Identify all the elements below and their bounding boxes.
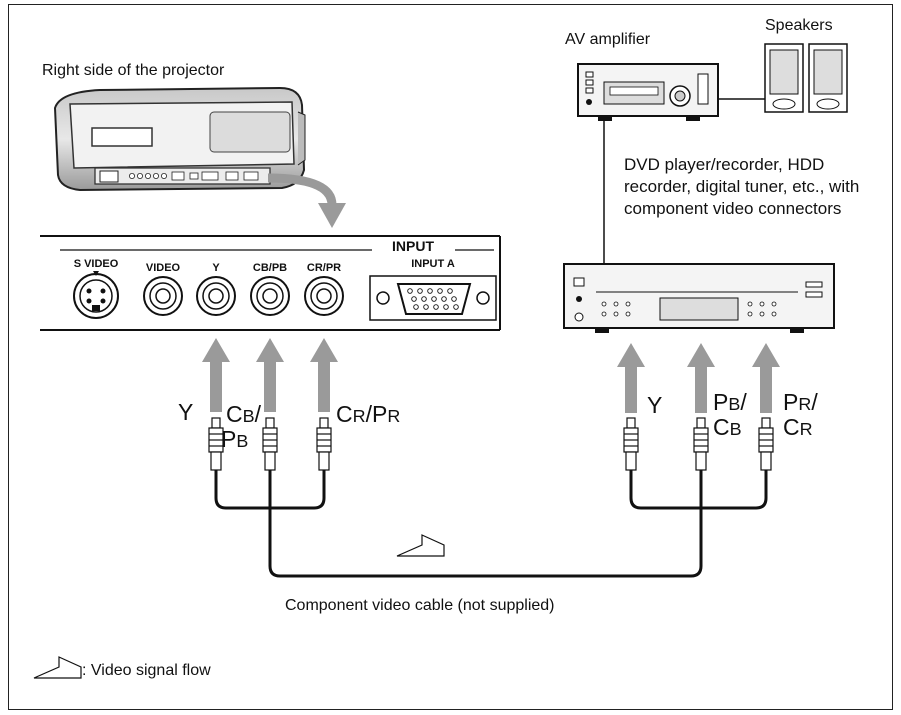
component-cable — [214, 470, 768, 578]
right-pb-label: PB/ — [713, 389, 747, 415]
speakers-illustration — [764, 43, 848, 113]
input-a-label: INPUT A — [411, 258, 455, 270]
left-pb-label: PB — [221, 426, 249, 452]
cb-pb-jack-label: CB/PB — [252, 262, 288, 274]
zoom-arrow — [267, 173, 346, 228]
av-amplifier-label: AV amplifier — [565, 31, 651, 48]
projector-side-label: Right side of the projector — [42, 62, 225, 79]
right-cr-label: CR — [783, 414, 813, 440]
cr-pr-jack-label: CR/PR — [306, 262, 342, 274]
y-jack-label: Y — [212, 262, 220, 274]
input-header: INPUT — [392, 238, 434, 254]
left-cr-pr-label: CR/PR — [336, 401, 401, 427]
legend-text: : Video signal flow — [82, 662, 211, 679]
signal-flow-icon — [396, 534, 445, 557]
rca-plugs-left — [208, 417, 332, 471]
cable-caption: Component video cable (not supplied) — [285, 597, 555, 614]
av-amplifier-illustration — [577, 63, 719, 121]
left-y-label: Y — [178, 399, 194, 425]
right-y-label: Y — [647, 392, 663, 418]
right-pr-label: PR/ — [783, 389, 818, 415]
legend-signal-flow-icon — [33, 656, 82, 679]
diagram-frame — [8, 4, 893, 710]
dvd-player-illustration — [563, 263, 835, 333]
signal-arrows-left — [202, 338, 338, 412]
signal-arrows-right — [617, 343, 780, 413]
s-video-label: S VIDEO — [73, 258, 119, 270]
video-label: VIDEO — [145, 262, 181, 274]
right-cb-label: CB — [713, 414, 742, 440]
dvd-player-description: DVD player/recorder, HDD recorder, digit… — [624, 155, 860, 218]
input-panel — [40, 235, 501, 332]
projector-illustration — [53, 86, 306, 192]
left-cb-label: CB/ — [226, 401, 261, 427]
speakers-label: Speakers — [765, 17, 833, 34]
rca-plugs-right — [623, 417, 774, 471]
